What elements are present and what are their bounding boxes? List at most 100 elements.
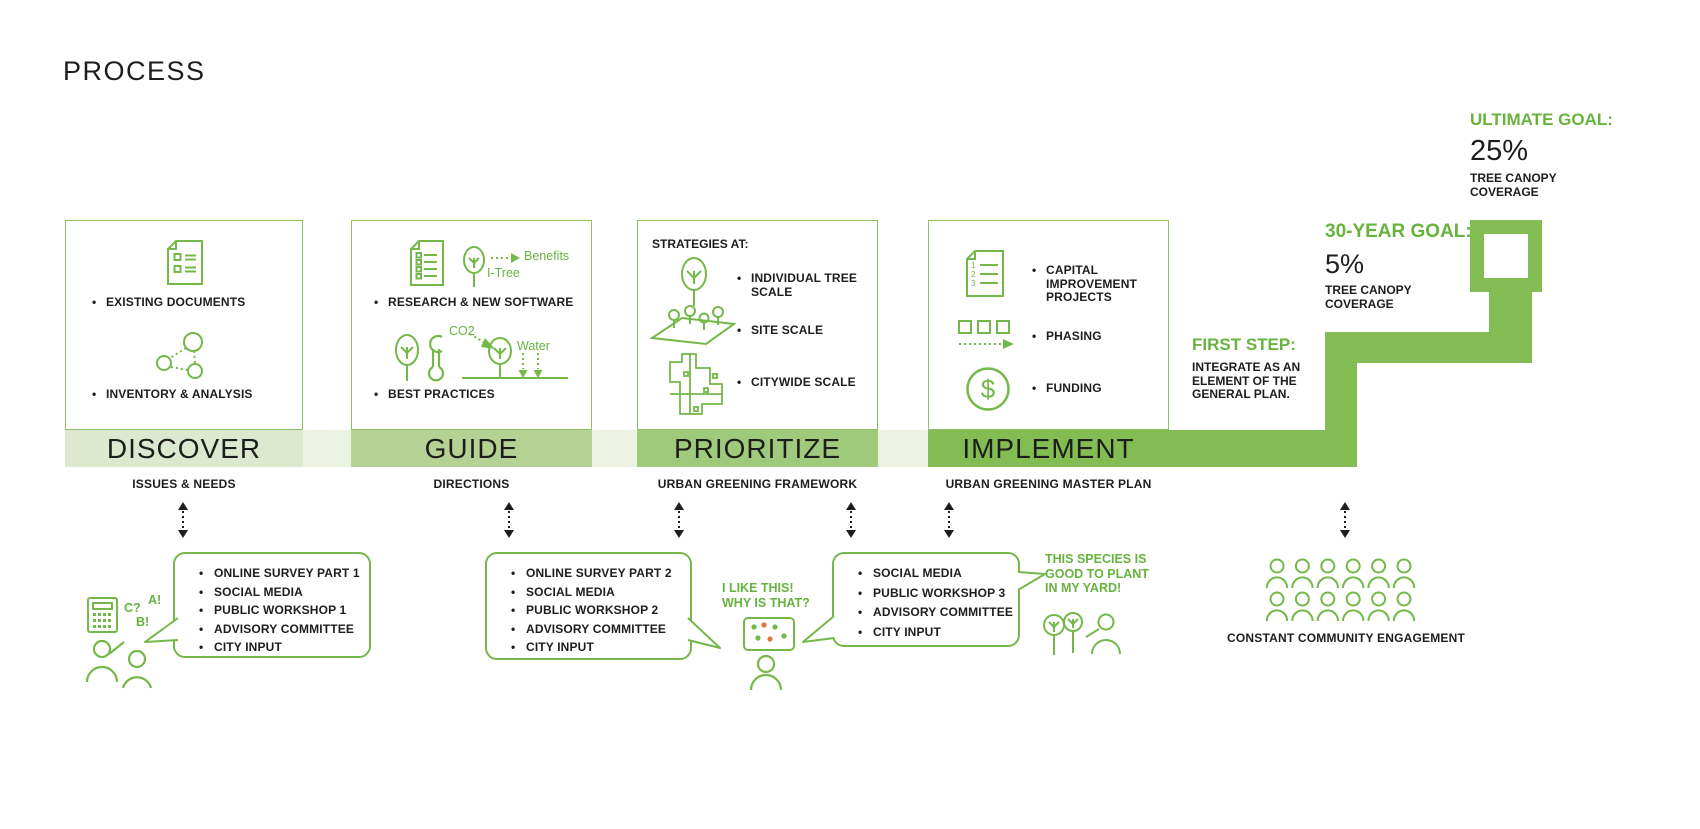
quote-species: THIS SPECIES IS GOOD TO PLANT IN MY YARD… [1045,552,1149,595]
bubble-item: SOCIAL MEDIA [197,585,361,599]
benefits-arrow-icon [491,253,520,263]
letter-c-label: C? [124,601,141,615]
prioritize-item-citywide-scale: CITYWIDE SCALE [733,375,881,390]
phase-subtitle-discover: ISSUES & NEEDS [132,477,236,491]
engagement-arrow [1339,502,1351,538]
phase-band-discover [65,430,303,467]
bubble-3-right-tail [1017,571,1046,591]
crowd-icon [1265,558,1416,622]
discover-item-existing-documents: EXISTING DOCUMENTS [88,295,316,310]
implement-item-funding: FUNDING [1028,381,1166,396]
bubble-item: SOCIAL MEDIA [509,585,682,599]
phase-subtitle-prioritize: URBAN GREENING FRAMEWORK [657,477,858,491]
phase-band-prioritize [637,430,878,467]
phase-subtitle-guide: DIRECTIONS [433,477,510,491]
bubble-item: ADVISORY COMMITTEE [197,622,361,636]
phase-title-prioritize: PRIORITIZE [673,433,842,464]
numbered-list-icon: 1 2 3 [966,250,1004,297]
water-drop-arrow-icon [518,353,528,378]
bubble-item: PUBLIC WORKSHOP 1 [197,603,361,617]
svg-text:1: 1 [971,261,976,270]
svg-text:2: 2 [971,270,976,279]
engagement-arrow [845,502,857,538]
prioritize-item-site-scale: SITE SCALE [733,323,881,338]
bubble-item: CITY INPUT [509,640,682,654]
goal-30yr-caption: TREE CANOPY COVERAGE [1325,283,1412,311]
co2-label: CO2 [449,324,475,338]
discover-item-inventory-analysis: INVENTORY & ANALYSIS [88,387,316,402]
bubble-item: PUBLIC WORKSHOP 3 [856,586,1010,600]
letter-b-label: B! [136,615,150,629]
svg-text:3: 3 [971,279,976,288]
bubble-item: ADVISORY COMMITTEE [509,622,682,636]
prioritize-item-individual-tree: INDIVIDUAL TREE SCALE [733,271,866,299]
bubble-item: CITY INPUT [856,625,1010,639]
step-riser-1 [1325,363,1357,430]
benefits-label: Benefits [524,249,570,263]
goal-square-icon [1470,220,1542,292]
phase-title-implement: IMPLEMENT [962,433,1135,464]
trees-and-resident-icon [1043,612,1121,655]
phase-title-guide: GUIDE [424,433,519,464]
step-bar [1325,332,1532,363]
funding-dollar-icon: $ [966,367,1010,411]
bubble-item: ONLINE SURVEY PART 2 [509,566,682,580]
guide-item-best-practices: BEST PRACTICES [370,387,588,402]
engagement-arrow [943,502,955,538]
page-title: PROCESS [63,56,206,86]
itree-tree-icon [463,246,485,287]
ultimate-goal-value: 25% [1470,135,1529,167]
phase-subtitle-implement: URBAN GREENING MASTER PLAN [945,477,1152,491]
svg-text:$: $ [981,374,996,404]
quote-like: I LIKE THIS! WHY IS THAT? [722,581,810,610]
goal-30yr-value: 5% [1325,249,1365,279]
implement-item-capital-projects: CAPITAL IMPROVEMENT PROJECTS [1028,263,1151,305]
ultimate-goal-caption: TREE CANOPY COVERAGE [1470,171,1557,199]
network-icon [156,332,203,379]
calculator-icon [87,597,118,633]
speech-bubble-1: ONLINE SURVEY PART 1 SOCIAL MEDIA PUBLIC… [173,552,371,658]
bubble-item: PUBLIC WORKSHOP 2 [509,603,682,617]
first-step-label: FIRST STEP: [1192,335,1296,354]
people-discussion-icon [85,639,153,689]
guide-item-research-software: RESEARCH & NEW SOFTWARE [370,295,603,310]
bubble-item: ADVISORY COMMITTEE [856,605,1013,619]
bubble-1-tail [144,617,179,643]
goal-30yr-label: 30-YEAR GOAL: [1325,221,1472,242]
bubble-item: SOCIAL MEDIA [856,566,1010,580]
best-practices-tree-icon [395,334,419,381]
document-icon [167,240,203,285]
site-scale-icon [649,305,737,346]
constant-engagement-label: CONSTANT COMMUNITY ENGAGEMENT [1226,631,1466,645]
step-riser-2 [1489,292,1532,332]
engagement-arrow [673,502,685,538]
single-tree-icon [681,257,707,306]
phase-title-discover: DISCOVER [106,433,262,464]
bubble-item: CITY INPUT [197,640,361,654]
water-tree-icon [488,337,512,378]
first-step-text: INTEGRATE AS AN ELEMENT OF THE GENERAL P… [1192,360,1301,401]
ground-line [462,377,568,379]
band-connector [303,430,351,467]
strategies-header: STRATEGIES AT: [652,237,749,251]
bubble-item: ONLINE SURVEY PART 1 [197,566,361,580]
water-drop-arrow-icon [533,353,543,378]
preference-card-icon [743,617,795,691]
bubble-3-left-tail [802,615,835,643]
wrench-icon [427,334,445,382]
co2-arrow-icon [469,333,495,349]
itree-label: I-Tree [487,266,520,280]
water-label: Water [517,339,550,353]
ultimate-goal-label: ULTIMATE GOAL: [1470,110,1613,129]
phasing-squares-icon [958,320,1014,349]
phase-band-implement [928,430,1357,467]
engagement-arrow [503,502,515,538]
letter-a-label: A! [148,593,162,607]
speech-bubble-2: ONLINE SURVEY PART 2 SOCIAL MEDIA PUBLIC… [485,552,692,660]
band-connector [592,430,637,467]
band-connector [878,430,928,467]
engagement-arrow [177,502,189,538]
bubble-2-tail [687,617,721,649]
citywide-map-icon [669,353,723,415]
